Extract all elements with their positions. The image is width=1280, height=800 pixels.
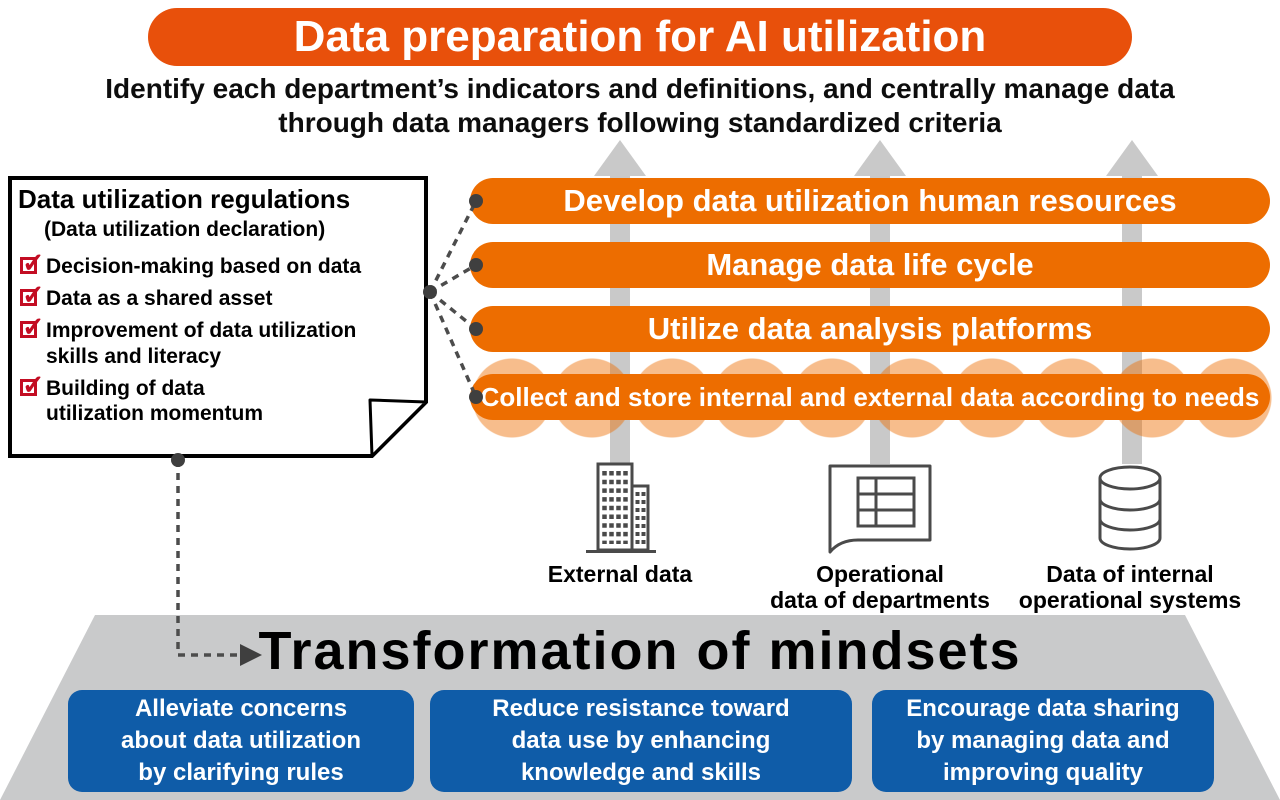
checkbox-checked-icon <box>20 311 45 344</box>
page-subtitle: Identify each department’s indicators an… <box>105 73 1175 139</box>
spreadsheet-icon <box>762 458 998 556</box>
source-label: Operational data of departments <box>770 561 990 614</box>
database-icon <box>1014 458 1246 556</box>
checklist-item-label: Building of data utilization momentum <box>46 376 263 425</box>
checklist-item: Improvement of data utilization skills a… <box>20 311 418 368</box>
note-paper-shape <box>8 176 428 458</box>
checklist-item-label: Improvement of data utilization skills a… <box>46 319 357 368</box>
pillar-bar-human-resources: Develop data utilization human resources <box>470 178 1270 224</box>
checklist-item: Data as a shared asset <box>20 279 418 312</box>
note-checklist: Decision-making based on data Data as a … <box>20 247 418 433</box>
mindset-box-encourage-sharing: Encourage data sharing by managing data … <box>872 690 1214 792</box>
source-internal-systems: Data of internal operational systems <box>1014 458 1246 614</box>
checkbox-checked-icon <box>20 247 45 279</box>
checklist-item: Building of data utilization momentum <box>20 369 418 426</box>
source-operational-data: Operational data of departments <box>762 458 998 614</box>
up-arrow-icon <box>1106 140 1158 176</box>
building-icon <box>520 458 720 556</box>
source-external-data: External data <box>520 458 720 587</box>
mindset-box-reduce-resistance: Reduce resistance toward data use by enh… <box>430 690 852 792</box>
checklist-item: Decision-making based on data <box>20 247 418 279</box>
checklist-item-label: Data as a shared asset <box>46 287 273 311</box>
mindset-title: Transformation of mindsets <box>258 621 1022 681</box>
source-label: Data of internal operational systems <box>1018 561 1242 614</box>
regulations-note: Data utilization regulations (Data utili… <box>8 176 428 458</box>
pillar-bar-life-cycle: Manage data life cycle <box>470 242 1270 288</box>
page-title: Data preparation for AI utilization <box>148 8 1132 66</box>
up-arrow-icon <box>854 140 906 176</box>
checklist-item-label: Decision-making based on data <box>46 255 362 278</box>
up-arrow-icon <box>594 140 646 176</box>
note-title: Data utilization regulations <box>18 184 351 214</box>
mindset-box-alleviate-concerns: Alleviate concerns about data utilizatio… <box>68 690 414 792</box>
source-label: External data <box>547 561 693 587</box>
pillar-bar-analysis-platforms: Utilize data analysis platforms <box>470 306 1270 352</box>
checkbox-checked-icon <box>20 369 45 401</box>
pillar-bar-collect-store: Collect and store internal and external … <box>470 374 1270 420</box>
checkbox-checked-icon <box>20 279 45 312</box>
note-subtitle: (Data utilization declaration) <box>44 218 326 241</box>
